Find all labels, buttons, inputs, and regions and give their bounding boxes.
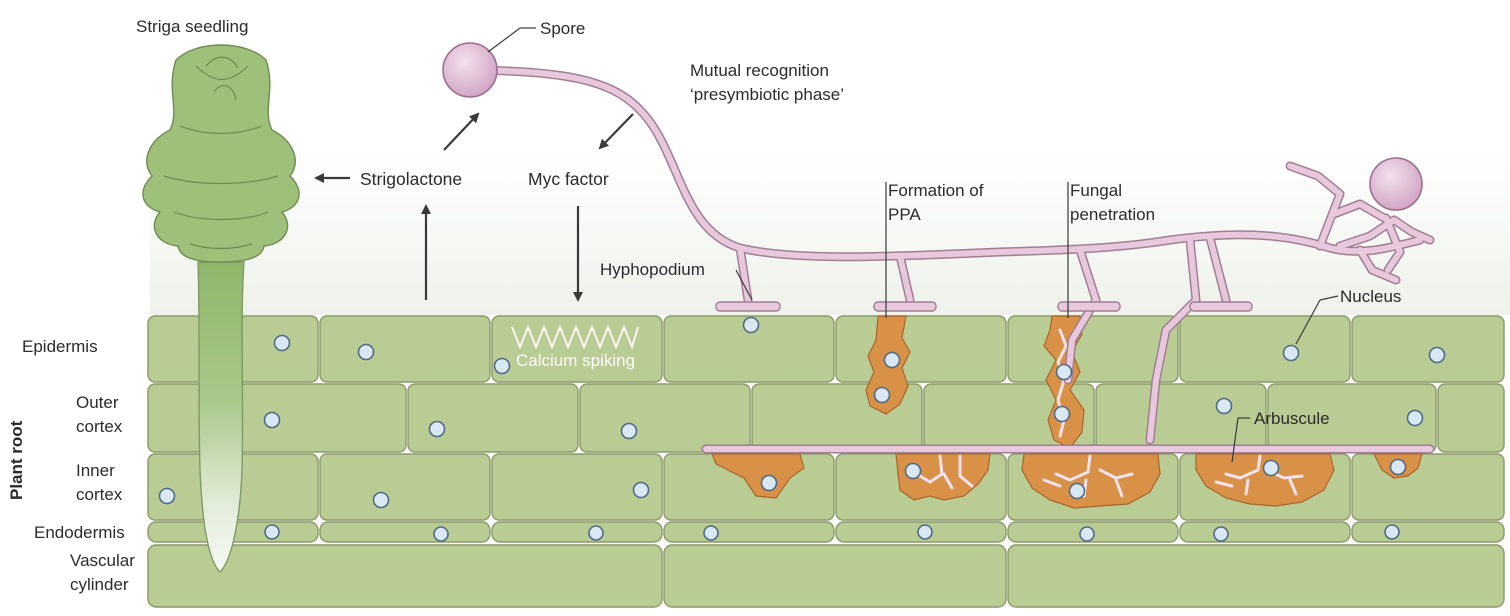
label-mutual-recognition-2: ‘presymbiotic phase’ xyxy=(690,85,844,104)
label-formation-ppa-1: Formation of xyxy=(888,181,984,200)
label-arbuscule: Arbuscule xyxy=(1254,409,1330,428)
layer-vascular-1: Vascular xyxy=(70,551,135,570)
label-formation-ppa-2: PPA xyxy=(888,205,921,224)
label-mutual-recognition-1: Mutual recognition xyxy=(690,61,829,80)
label-calcium-spiking: Calcium spiking xyxy=(516,351,635,370)
label-plant-root: Plant root xyxy=(7,420,26,500)
label-strigolactone: Strigolactone xyxy=(360,169,462,189)
label-spore: Spore xyxy=(540,19,585,38)
layer-vascular-2: cylinder xyxy=(70,575,129,594)
arrow-from-spore xyxy=(600,114,633,148)
layer-inner-cortex-2: cortex xyxy=(76,485,123,504)
spore-right xyxy=(1370,158,1422,210)
layer-endodermis: Endodermis xyxy=(34,523,125,542)
layer-outer-cortex-2: cortex xyxy=(76,417,123,436)
vascular-cylinder-row xyxy=(148,545,1504,607)
endodermis-row xyxy=(148,522,1504,542)
label-nucleus: Nucleus xyxy=(1340,287,1401,306)
label-fungal-penetration-1: Fungal xyxy=(1070,181,1122,200)
layer-outer-cortex-1: Outer xyxy=(76,393,119,412)
arrow-to-spore xyxy=(444,114,478,150)
layer-epidermis: Epidermis xyxy=(22,337,98,356)
label-myc-factor: Myc factor xyxy=(528,169,609,189)
label-striga-seedling: Striga seedling xyxy=(136,17,248,36)
label-fungal-penetration-2: penetration xyxy=(1070,205,1155,224)
layer-inner-cortex-1: Inner xyxy=(76,461,115,480)
label-hyphopodium: Hyphopodium xyxy=(600,260,705,279)
epidermis-row xyxy=(148,316,1504,382)
